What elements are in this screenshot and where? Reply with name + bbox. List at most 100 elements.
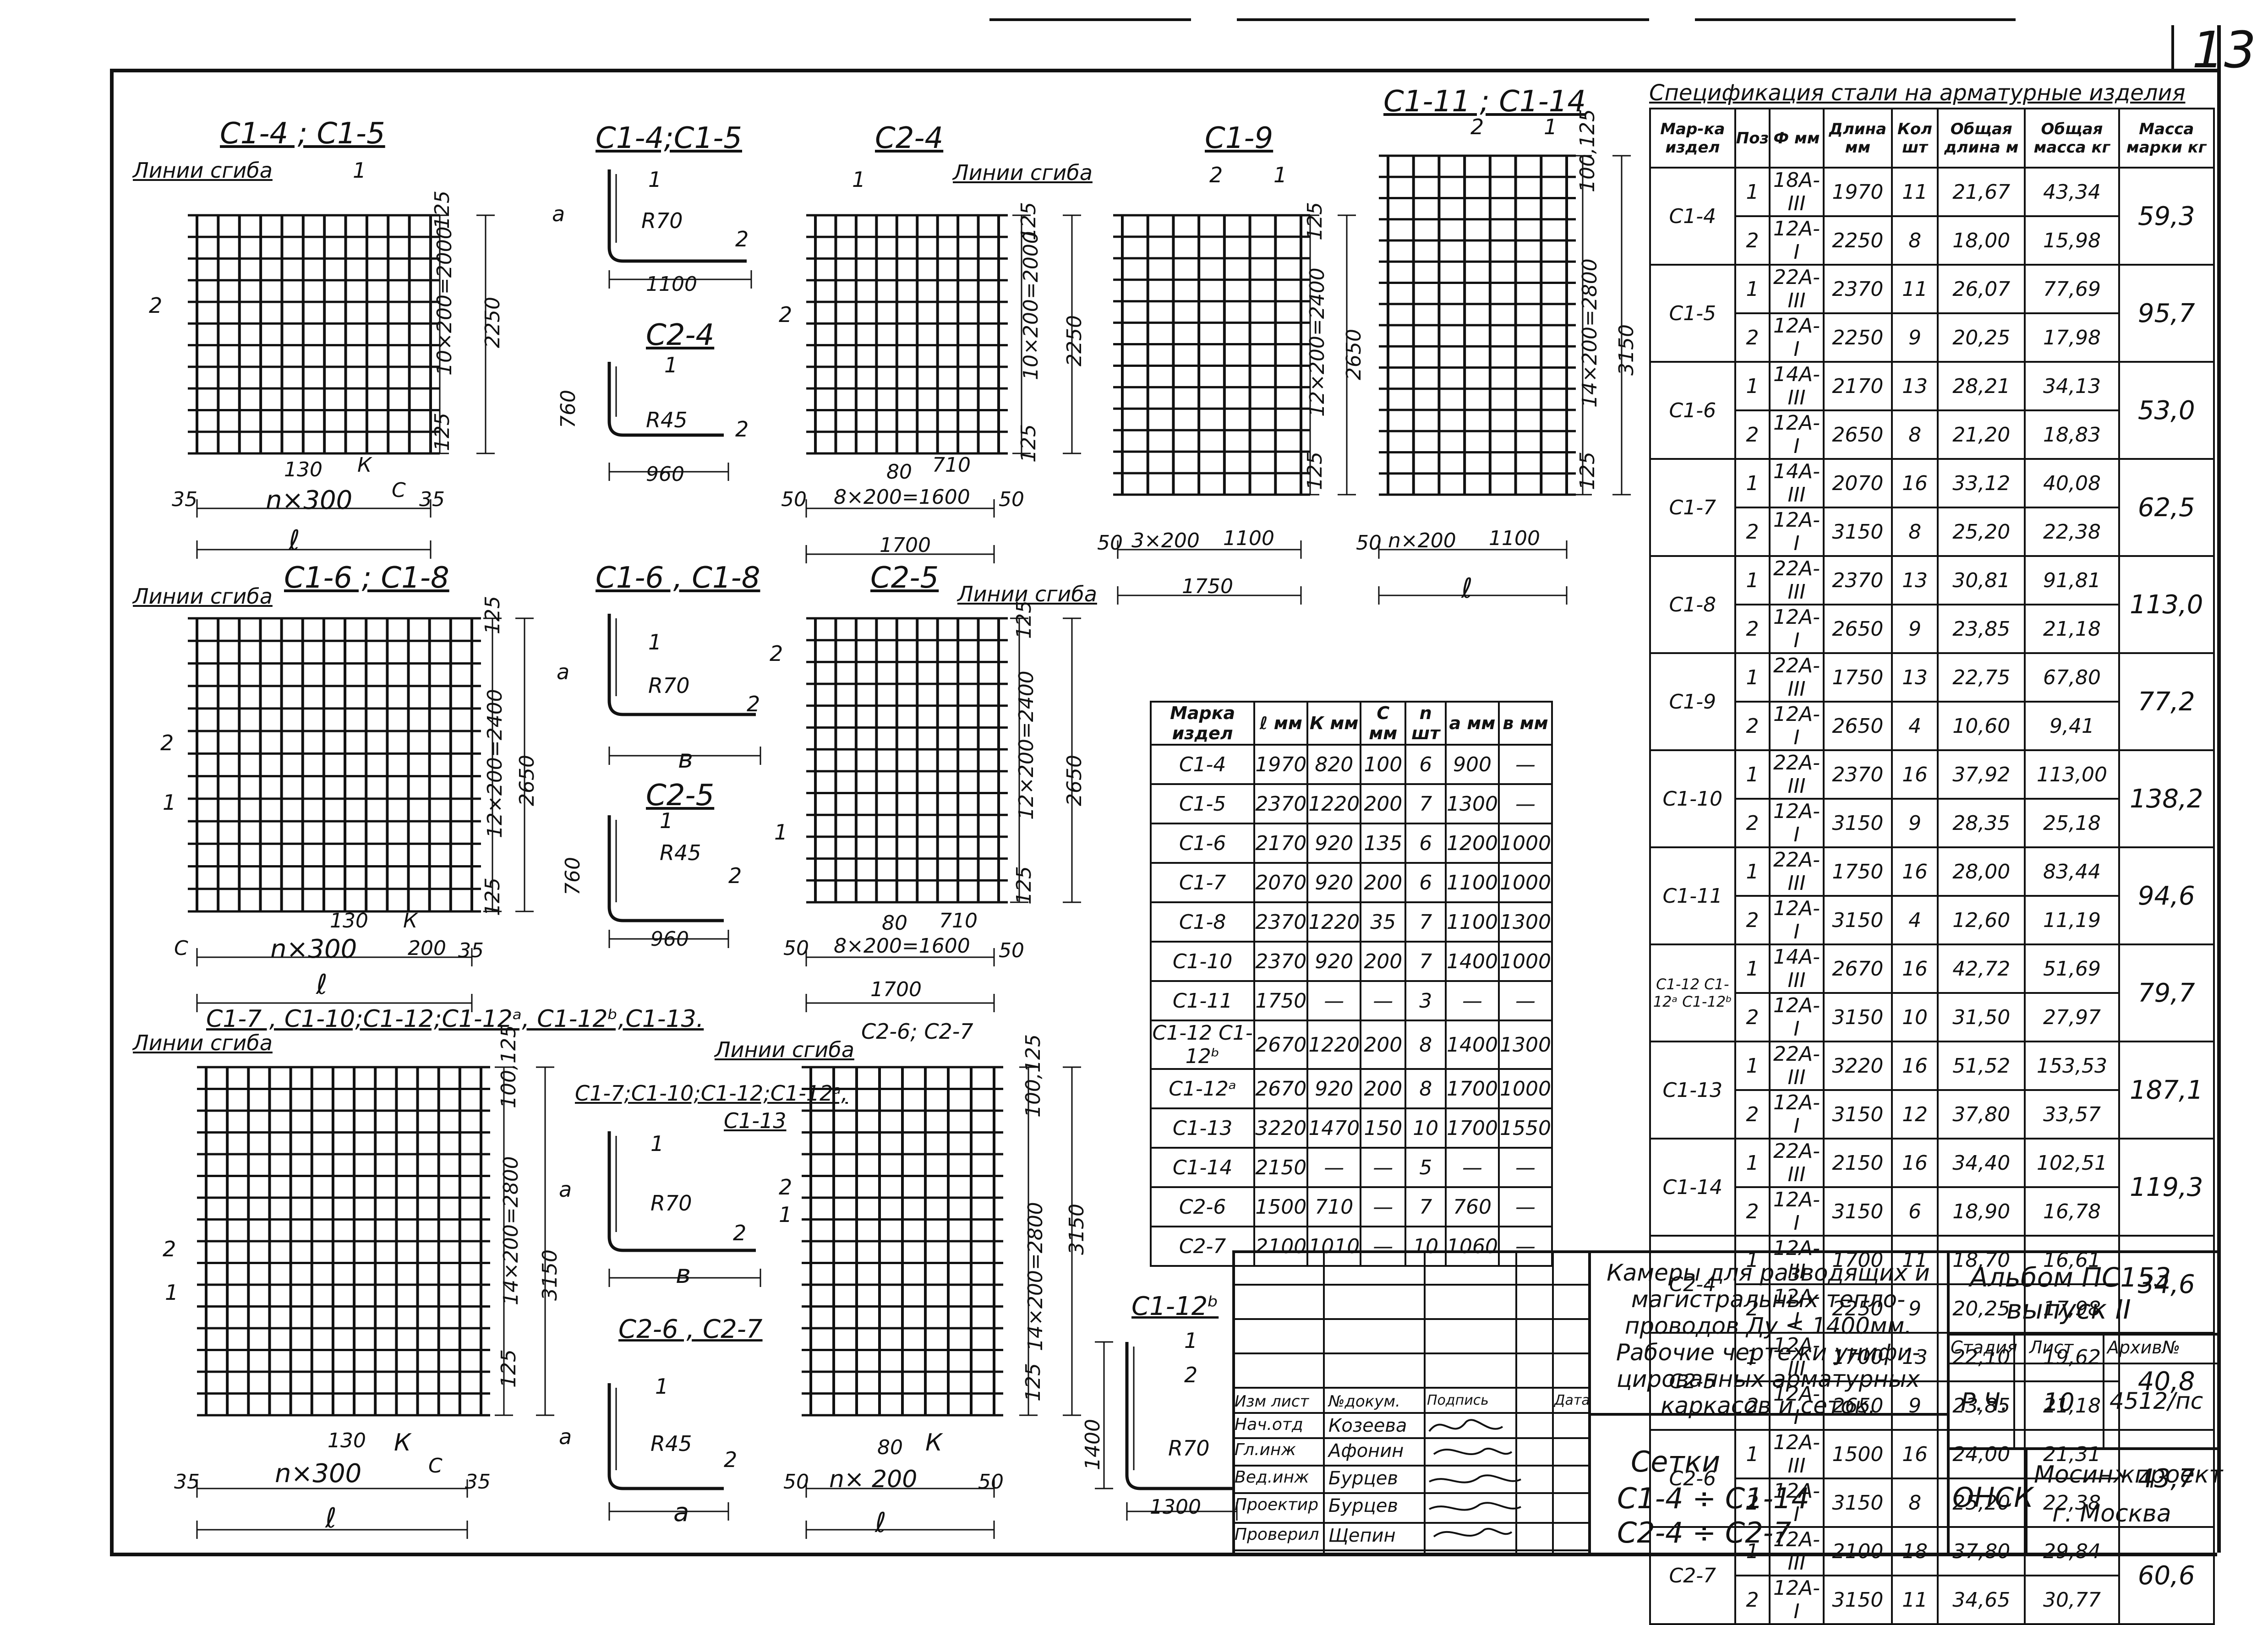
table-cell: С1-12 С1-12ᵇ [1149,1020,1256,1070]
drawing-title: С2-6 , С2-7 [618,1314,763,1344]
position-label: 1 [655,1374,669,1399]
table-cell: 14А-III [1769,361,1825,411]
dim-vertical: 1400 [1081,1419,1104,1470]
table-cell: 3150 [1822,895,1893,945]
position-label: 2 [735,227,749,251]
title-col-head: Изм лист [1235,1392,1309,1411]
table-cell: 14А-III [1769,943,1825,994]
table-cell: 91,81 [2024,555,2120,605]
table-cell: 12А-I [1769,992,1825,1042]
table-cell: 2670 [1822,943,1893,994]
dim: ℓ [289,524,300,556]
dim: К [394,1429,411,1456]
table-cell: 2 [1734,1283,1771,1334]
table-cell: 12А-I [1769,604,1825,654]
table-cell: 18 [1891,1526,1939,1576]
position-label: 2 [149,293,163,318]
position-label: 1 [1544,115,1558,139]
dim-vertical: 125 [431,191,454,229]
table-cell: 11 [1891,1235,1939,1285]
table-cell: 2250 [1822,1283,1893,1334]
table-cell: 77,69 [2024,264,2120,314]
table-cell: 37,80 [1937,1089,2026,1140]
table-cell: 1500 [1822,1429,1893,1479]
dim: 960 [646,463,684,486]
profile-line [607,614,756,716]
table-cell: 1970 [1822,167,1893,217]
column-header: Поз [1734,108,1771,169]
position-label: 2 [1470,115,1484,139]
table-cell: 34,65 [1937,1575,2026,1625]
table-cell: 920 [1306,1068,1362,1109]
dim: а [552,202,565,226]
table-cell: 1 [1734,1138,1771,1188]
drawing-title: С1-4;С1-5 [596,121,742,155]
table-cell: 1700 [1822,1332,1893,1382]
table-cell: 16 [1891,1429,1939,1479]
table-cell: 83,44 [2024,846,2120,897]
table-cell: 1400 [1445,941,1500,982]
table-cell: 9 [1891,798,1939,848]
top-dash [989,18,1191,21]
table-cell: 12А-I [1769,1283,1825,1334]
drawing-title: С2-5 [646,779,715,812]
table-cell: 22А-III [1769,555,1825,605]
mark-cell: С1-4 [1649,167,1736,266]
title-col-head: №докум. [1328,1392,1400,1411]
table-cell: 22А-III [1769,652,1825,703]
table-cell: 2 [1734,1089,1771,1140]
table-cell: С1-5 [1149,783,1256,824]
position-label: 2 [779,302,792,327]
divider [2013,1333,2015,1447]
dim: а [557,660,570,684]
table-cell: 8 [1891,215,1939,266]
table-cell: — [1498,744,1553,785]
table-cell: 12А-I [1769,1186,1825,1237]
table-cell: 1200 [1445,823,1500,864]
table-cell: 2 [1734,1575,1771,1625]
role-label: Нач.отд [1235,1415,1303,1434]
position-label: 2 [735,417,749,442]
stage-value: Р.Ч. [1961,1388,2008,1417]
table-cell: 22А-III [1769,1041,1825,1091]
table-cell: 20,25 [1937,1283,2026,1334]
table-cell: 10 [1891,992,1939,1042]
table-cell: 1220 [1306,783,1362,824]
bend-lines-label: Линии сгиба [953,160,1093,185]
table-cell: 1 [1734,1332,1771,1382]
table-cell: 2370 [1822,555,1893,605]
table-cell: С1-14 [1149,1147,1256,1188]
drawing-title: С1-9 [1205,121,1273,155]
table-cell: 25,18 [2024,798,2120,848]
dim: в [676,1260,691,1289]
dim-vertical: 125 [1576,452,1599,490]
column-header: Ф мм [1769,108,1825,169]
table-cell: — [1306,1147,1362,1188]
table-cell: 18,83 [2024,409,2120,460]
dim-vertical: 125 [481,878,504,916]
table-cell: 12 [1891,1089,1939,1140]
page-number-box [2171,25,2220,69]
table-cell: 7 [1405,901,1447,943]
top-dash [1237,18,1649,21]
table-cell: 14А-III [1769,458,1825,508]
table-cell: 3150 [1822,1575,1893,1625]
table-cell: 2 [1734,895,1771,945]
table-cell: С1-6 [1149,823,1256,864]
position-label: 1 [852,167,866,192]
table-cell: 135 [1360,823,1407,864]
table-cell: 18,90 [1937,1186,2026,1237]
position-label: 2 [733,1221,747,1245]
table-cell: 2370 [1253,783,1309,824]
drawing-title: С2-5 [870,561,939,595]
table-cell: 3220 [1822,1041,1893,1091]
table-cell: 2100 [1822,1526,1893,1576]
table-cell: 12А-I [1769,798,1825,848]
dim: 1700 [880,534,931,557]
table-cell: 37,80 [1937,1526,2026,1576]
person-name: Козеева [1328,1415,1407,1436]
